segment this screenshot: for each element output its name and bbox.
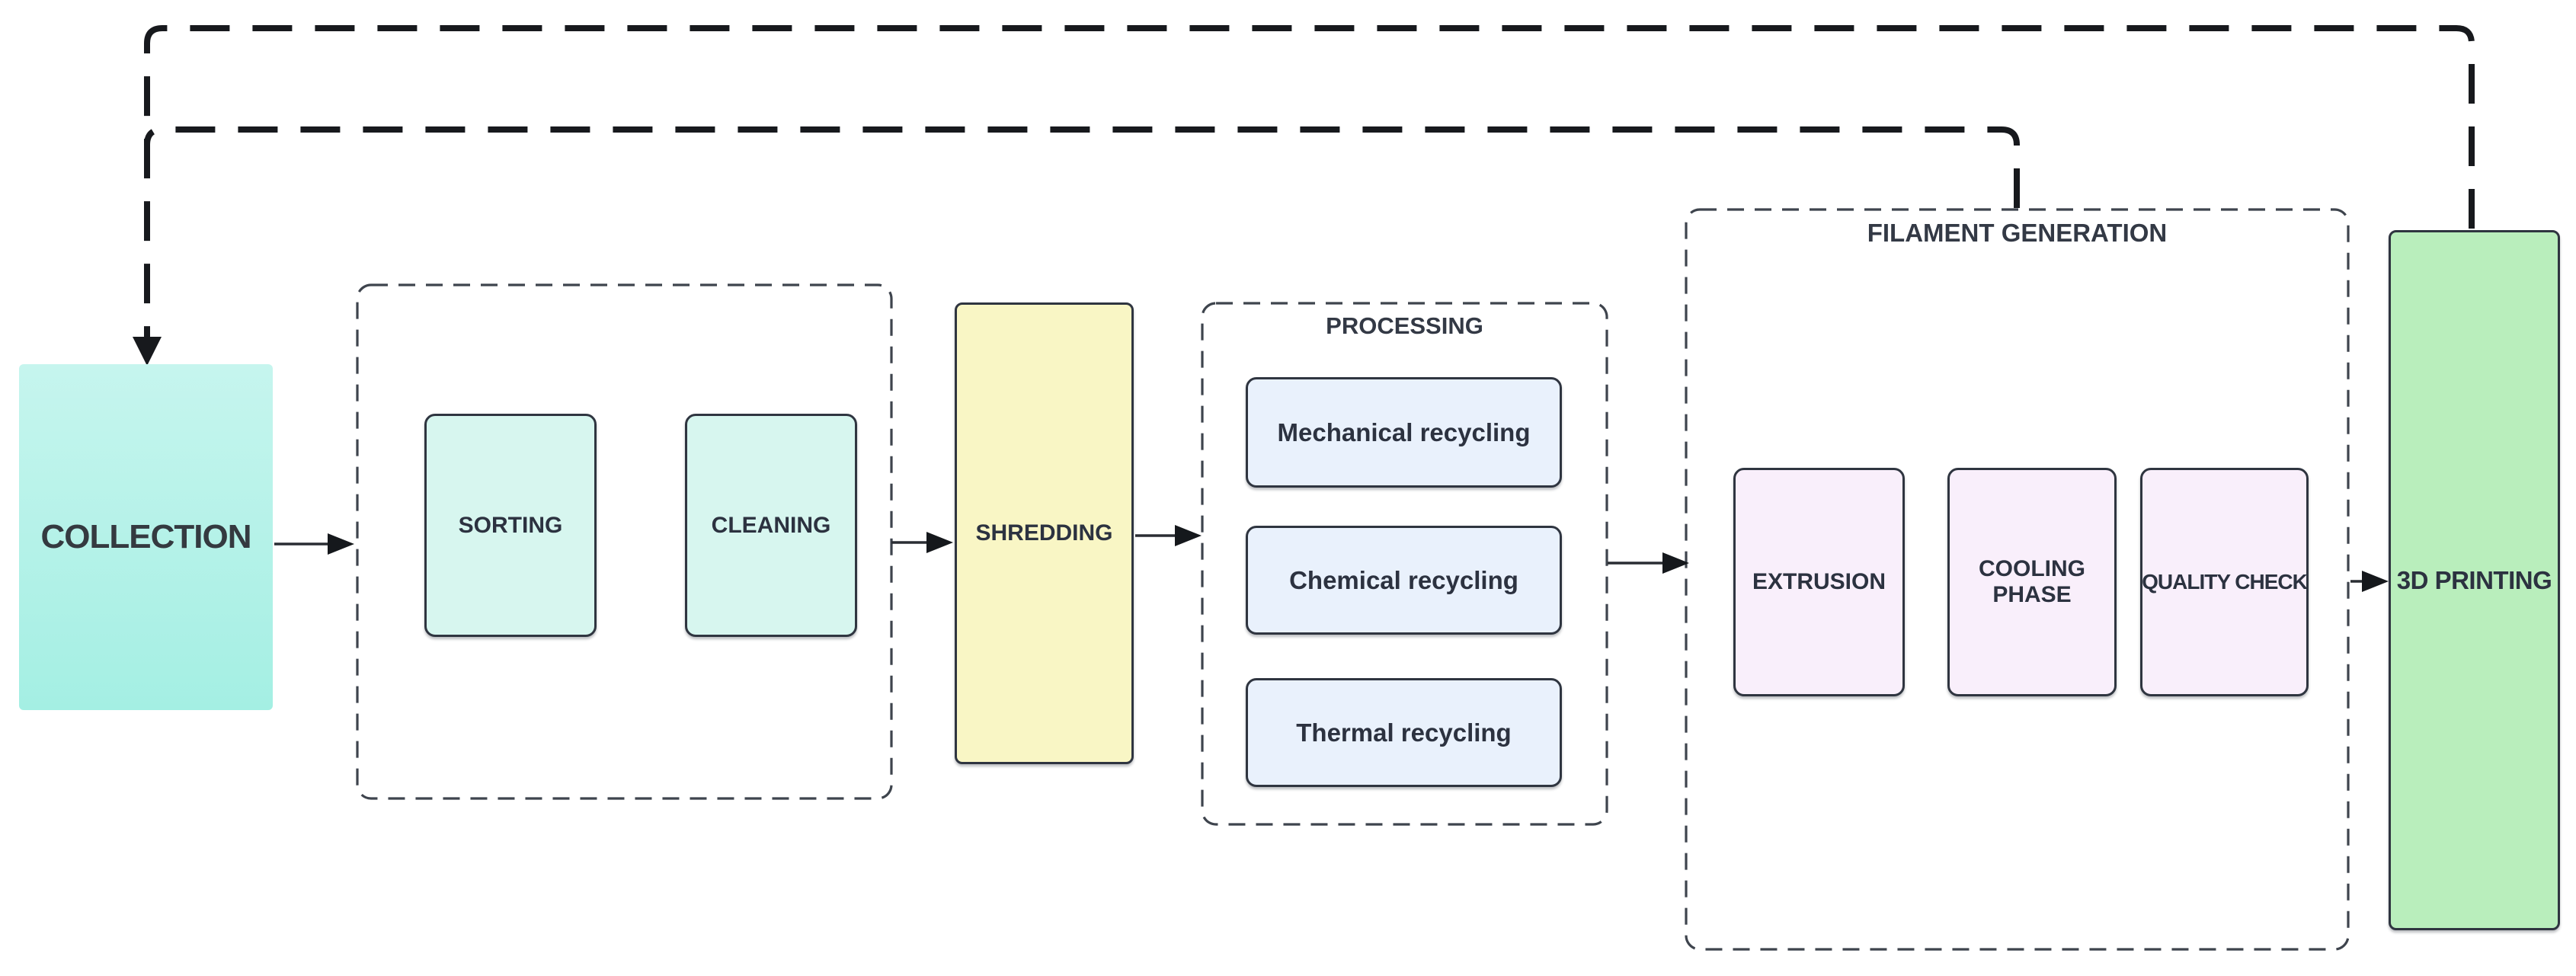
arrowhead-into-collection	[133, 337, 162, 366]
node-quality-check: QUALITY CHECK	[2140, 468, 2309, 696]
arrowhead-sorting	[328, 533, 354, 555]
edge-filament-to-collection	[144, 126, 2020, 208]
node-cooling-phase: COOLING PHASE	[1947, 468, 2117, 696]
arrowhead-shredding	[926, 532, 953, 553]
node-chemical-recycling: Chemical recycling	[1246, 526, 1562, 635]
node-extrusion: EXTRUSION	[1733, 468, 1905, 696]
arrowhead-printing	[2362, 571, 2389, 592]
node-thermal-recycling: Thermal recycling	[1246, 678, 1562, 787]
node-collection: COLLECTION	[19, 364, 273, 710]
group-label-processing: PROCESSING	[1326, 312, 1483, 339]
arrowhead-filament	[1662, 552, 1689, 574]
group-label-filament-generation: FILAMENT GENERATION	[1867, 219, 2168, 247]
edge-printing-to-collection	[144, 25, 2475, 349]
arrowhead-processing	[1175, 525, 1202, 546]
node-sorting: SORTING	[424, 414, 597, 637]
node-mechanical-recycling: Mechanical recycling	[1246, 377, 1562, 488]
node-shredding: SHREDDING	[955, 302, 1134, 764]
node-cleaning: CLEANING	[685, 414, 857, 637]
node-3d-printing: 3D PRINTING	[2389, 230, 2560, 930]
